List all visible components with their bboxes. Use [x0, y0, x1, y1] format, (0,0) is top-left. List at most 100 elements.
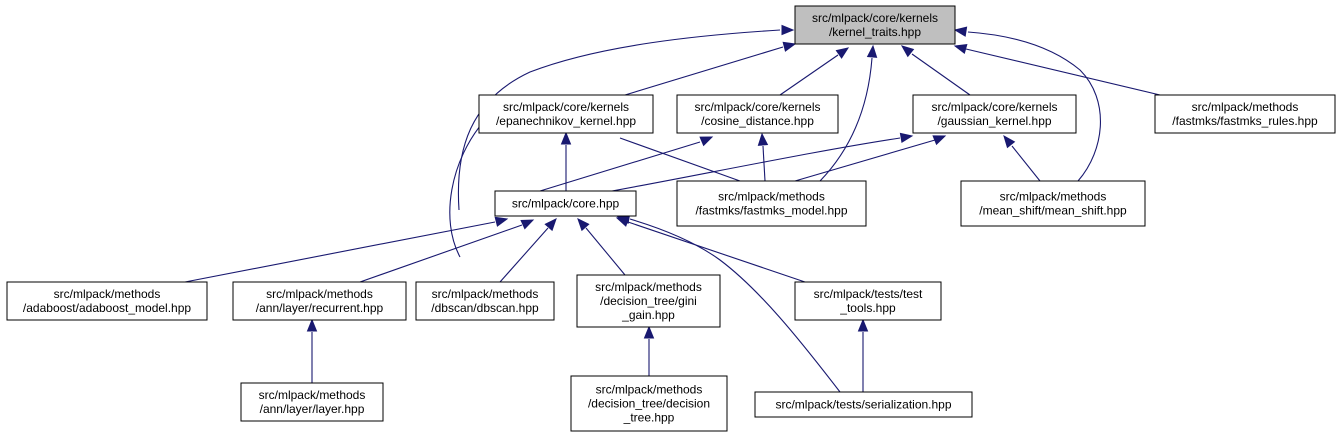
- node-label-line: /gaussian_kernel.hpp: [937, 114, 1051, 128]
- edge-fastmks-model-to-epanechnikov: [619, 137, 741, 182]
- edge-test-tools-to-core: [627, 221, 806, 283]
- node-cosine[interactable]: src/mlpack/core/kernels/cosine_distance.…: [676, 94, 839, 134]
- node-box: [676, 180, 867, 227]
- edge-serialization-to-core: [629, 218, 841, 393]
- node-label-line: /kernel_traits.hpp: [829, 25, 921, 39]
- node-label-line: /dbscan/dbscan.hpp: [431, 301, 539, 315]
- node-box: [576, 274, 721, 328]
- edge-mean-shift-to-gaussian: [1011, 145, 1041, 182]
- node-label-line: /decision_tree/decision: [588, 397, 710, 411]
- node-label-line: /ann/layer/layer.hpp: [260, 402, 365, 416]
- edge-layer-to-recurrent-arrowhead: [306, 318, 318, 332]
- node-label-line: src/mlpack/tests/serialization.hpp: [775, 398, 951, 412]
- edge-fastmks-model-to-cosine-arrowhead: [757, 132, 769, 146]
- node-test-tools[interactable]: src/mlpack/tests/test_tools.hpp: [794, 281, 942, 321]
- node-box: [1154, 94, 1336, 134]
- node-gaussian[interactable]: src/mlpack/core/kernels/gaussian_kernel.…: [912, 94, 1077, 134]
- node-label-line: src/mlpack/methods: [259, 388, 366, 402]
- node-label-line: /epanechnikov_kernel.hpp: [496, 114, 636, 128]
- node-label-line: _tree.hpp: [623, 411, 675, 425]
- nodes: src/mlpack/core/kernels/kernel_traits.hp…: [6, 5, 1336, 432]
- edge-core-to-gaussian: [611, 137, 901, 192]
- edges: [184, 24, 1161, 393]
- node-label-line: _tools.hpp: [839, 301, 896, 315]
- edge-epanechnikov-to-kernel-traits-arrowhead: [782, 41, 797, 52]
- node-dbscan[interactable]: src/mlpack/methods/dbscan/dbscan.hpp: [415, 281, 555, 321]
- node-gini-gain[interactable]: src/mlpack/methods/decision_tree/gini_ga…: [576, 274, 721, 328]
- node-box: [912, 94, 1077, 134]
- node-mean-shift[interactable]: src/mlpack/methods/mean_shift/mean_shift…: [960, 180, 1146, 227]
- edge-core-to-kernel-traits: [457, 29, 781, 211]
- edge-epanechnikov-to-kernel-traits: [624, 46, 784, 96]
- edge-fastmks-model-to-kernel-traits: [819, 57, 873, 182]
- node-box: [754, 391, 973, 418]
- edge-fastmks-rules-to-kernel-traits-arrowhead: [953, 44, 968, 55]
- node-box: [415, 281, 555, 321]
- edge-adaboost-to-core: [184, 221, 496, 283]
- edge-fastmks-model-to-kernel-traits-arrowhead: [866, 44, 878, 58]
- edge-mean-shift-to-kernel-traits-arrowhead: [953, 26, 968, 37]
- edge-adaboost-to-core-arrowhead: [494, 216, 509, 227]
- node-box: [570, 375, 728, 432]
- node-recurrent[interactable]: src/mlpack/methods/ann/layer/recurrent.h…: [232, 281, 407, 321]
- node-box: [794, 281, 942, 321]
- node-box: [676, 94, 839, 134]
- edge-fastmks-model-to-gaussian-arrowhead: [932, 135, 947, 146]
- node-label-line: src/mlpack/methods: [432, 287, 539, 301]
- node-adaboost[interactable]: src/mlpack/methods/adaboost/adaboost_mod…: [6, 281, 208, 321]
- edge-dbscan-to-core: [499, 227, 549, 283]
- node-box: [6, 281, 208, 321]
- node-label-line: src/mlpack/core/kernels: [931, 100, 1057, 114]
- node-label-line: /fastmks/fastmks_model.hpp: [695, 204, 847, 218]
- edge-serialization-to-test-tools-arrowhead: [857, 318, 869, 332]
- node-box: [494, 190, 637, 217]
- node-label-line: src/mlpack/methods: [1000, 190, 1107, 204]
- node-core[interactable]: src/mlpack/core.hpp: [494, 190, 637, 217]
- node-label-line: /cosine_distance.hpp: [701, 114, 814, 128]
- node-serialization[interactable]: src/mlpack/tests/serialization.hpp: [754, 391, 973, 418]
- node-fastmks-rules[interactable]: src/mlpack/methods/fastmks/fastmks_rules…: [1154, 94, 1336, 134]
- node-label-line: /fastmks/fastmks_rules.hpp: [1172, 114, 1318, 128]
- edge-test-tools-to-core-arrowhead: [615, 216, 630, 227]
- node-label-line: src/mlpack/methods: [596, 383, 703, 397]
- node-fastmks-model[interactable]: src/mlpack/methods/fastmks/fastmks_model…: [676, 180, 867, 227]
- edge-recurrent-to-core-arrowhead: [520, 219, 535, 230]
- edge-gini-gain-to-core: [585, 227, 626, 276]
- edge-decision-tree-to-gini-gain-arrowhead: [643, 325, 655, 339]
- node-box: [960, 180, 1146, 227]
- node-box: [794, 5, 956, 45]
- edge-gaussian-to-kernel-traits: [911, 53, 971, 96]
- node-epanechnikov[interactable]: src/mlpack/core/kernels/epanechnikov_ker…: [478, 94, 654, 134]
- node-label-line: /decision_tree/gini: [600, 294, 697, 308]
- node-label-line: src/mlpack/tests/test: [814, 287, 923, 301]
- edge-fastmks-model-to-cosine: [762, 145, 766, 182]
- node-label-line: src/mlpack/methods: [1192, 100, 1299, 114]
- edge-core-to-cosine-arrowhead: [699, 136, 714, 147]
- node-label-line: src/mlpack/methods: [54, 287, 161, 301]
- edge-dbscan-to-core-arrowhead: [544, 218, 557, 232]
- node-kernel-traits[interactable]: src/mlpack/core/kernels/kernel_traits.hp…: [794, 5, 956, 45]
- node-decision-tree[interactable]: src/mlpack/methods/decision_tree/decisio…: [570, 375, 728, 432]
- edge-gaussian-to-kernel-traits-arrowhead: [900, 45, 915, 58]
- node-label-line: /ann/layer/recurrent.hpp: [256, 301, 384, 315]
- edge-gini-gain-to-core-arrowhead: [577, 218, 590, 232]
- node-label-line: src/mlpack/core/kernels: [503, 100, 629, 114]
- node-label-line: src/mlpack/core.hpp: [512, 197, 620, 211]
- edge-core-to-kernel-traits-curve: [449, 119, 486, 258]
- node-box: [478, 94, 654, 134]
- node-layer[interactable]: src/mlpack/methods/ann/layer/layer.hpp: [240, 382, 384, 422]
- node-label-line: _gain.hpp: [621, 308, 675, 322]
- node-box: [232, 281, 407, 321]
- edge-core-to-gaussian-arrowhead: [899, 132, 914, 144]
- edge-recurrent-to-core: [359, 224, 523, 283]
- node-label-line: /mean_shift/mean_shift.hpp: [979, 204, 1127, 218]
- edge-fastmks-rules-to-kernel-traits: [965, 48, 1161, 96]
- node-label-line: src/mlpack/methods: [718, 190, 825, 204]
- edge-mean-shift-to-gaussian-arrowhead: [1003, 134, 1016, 149]
- node-label-line: src/mlpack/methods: [595, 280, 702, 294]
- edge-core-to-kernel-traits-arrowhead: [781, 24, 795, 36]
- node-label-line: src/mlpack/methods: [266, 287, 373, 301]
- node-box: [240, 382, 384, 422]
- node-label-line: src/mlpack/core/kernels: [812, 11, 938, 25]
